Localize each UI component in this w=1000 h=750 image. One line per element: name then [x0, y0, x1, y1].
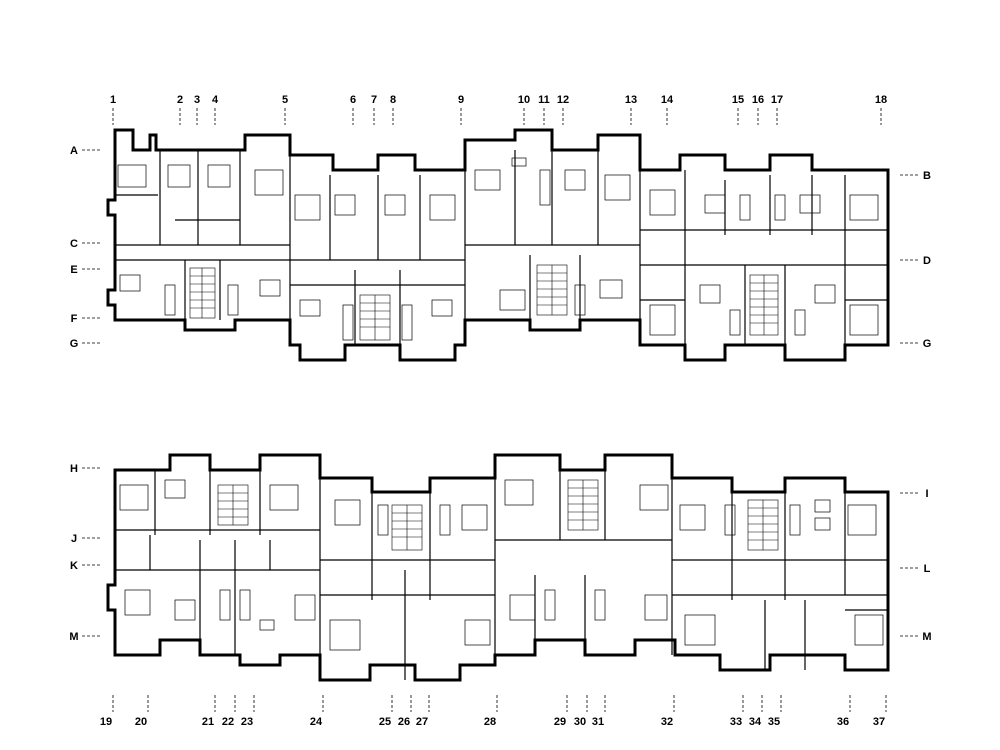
upper-building: [106, 128, 890, 362]
grid-column-label: 37: [873, 716, 885, 728]
grid-row-label: L: [924, 563, 931, 575]
grid-column-label: 6: [350, 94, 356, 106]
lower-furniture: [119, 479, 884, 651]
grid-column-label: 5: [282, 94, 288, 106]
upper-furniture: [117, 157, 879, 341]
grid-column-label: 36: [837, 716, 849, 728]
grid-column-label: 20: [135, 716, 147, 728]
grid-row-label: C: [70, 238, 78, 250]
grid-column-label: 29: [554, 716, 566, 728]
grid-row-label: M: [922, 631, 931, 643]
grid-column-label: 11: [538, 94, 550, 106]
grid-column-label: 16: [752, 94, 764, 106]
grid-row-label: D: [923, 255, 931, 267]
lower-internal-walls: [115, 455, 888, 680]
upper-internal-walls: [115, 140, 888, 345]
grid-column-label: 9: [458, 94, 464, 106]
grid-row-label: G: [923, 338, 932, 350]
grid-row-label: H: [70, 463, 78, 475]
lower-building: [106, 453, 890, 682]
grid-row-label: M: [69, 631, 78, 643]
grid-column-label: 22: [222, 716, 234, 728]
grid-column-label: 3: [194, 94, 200, 106]
lower-stairs: [217, 479, 779, 551]
grid-row-label: E: [70, 264, 77, 276]
grid-column-label: 8: [390, 94, 396, 106]
grid-row-label: A: [70, 145, 78, 157]
grid-column-label: 25: [379, 716, 391, 728]
grid-column-label: 35: [768, 716, 780, 728]
grid-column-label: 15: [732, 94, 744, 106]
grid-axes: [82, 108, 918, 712]
grid-column-label: 19: [100, 716, 112, 728]
grid-column-label: 31: [592, 716, 604, 728]
grid-column-label: 32: [661, 716, 673, 728]
grid-row-label: G: [70, 338, 79, 350]
grid-row-label: I: [925, 488, 928, 500]
grid-column-label: 10: [518, 94, 530, 106]
grid-row-label: J: [71, 533, 77, 545]
grid-column-label: 7: [371, 94, 377, 106]
upper-building-outline: [106, 128, 890, 362]
grid-column-label: 23: [241, 716, 253, 728]
grid-column-label: 21: [202, 716, 214, 728]
grid-column-label: 17: [771, 94, 783, 106]
grid-column-label: 33: [730, 716, 742, 728]
grid-column-label: 14: [661, 94, 674, 106]
grid-column-label: 18: [875, 94, 887, 106]
grid-column-label: 13: [625, 94, 637, 106]
grid-column-label: 34: [749, 716, 762, 728]
grid-column-label: 4: [212, 94, 219, 106]
grid-row-label: B: [923, 170, 931, 182]
grid-column-label: 24: [310, 716, 323, 728]
grid-column-label: 30: [574, 716, 586, 728]
grid-column-label: 12: [557, 94, 569, 106]
grid-column-label: 26: [398, 716, 410, 728]
grid-row-label: K: [70, 560, 78, 572]
grid-row-label: F: [71, 313, 78, 325]
grid-column-label: 1: [110, 94, 116, 106]
grid-column-label: 27: [416, 716, 428, 728]
grid-column-label: 28: [484, 716, 496, 728]
upper-stairs: [189, 264, 779, 341]
lower-building-outline: [106, 453, 890, 682]
grid-column-label: 2: [177, 94, 183, 106]
